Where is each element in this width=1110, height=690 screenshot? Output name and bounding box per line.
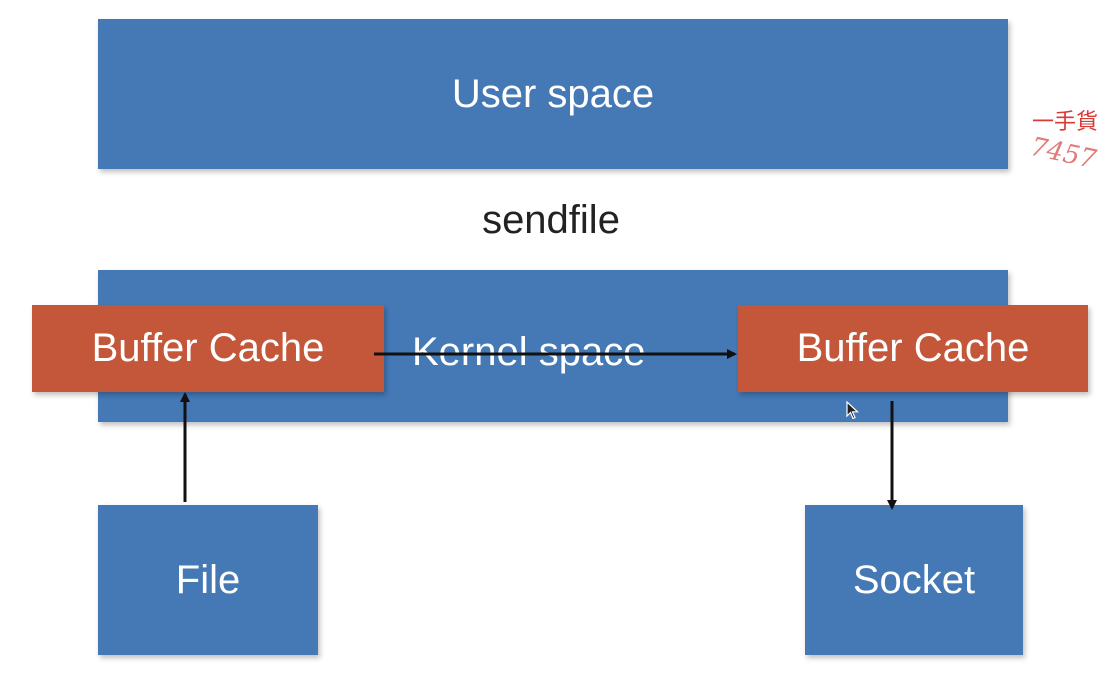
mouse-cursor-icon — [846, 400, 860, 426]
file-label: File — [175, 557, 241, 602]
sendfile-label: sendfile — [0, 198, 1110, 243]
buffer-cache-left-box: Buffer Cache — [32, 305, 384, 392]
file-box: File — [98, 505, 318, 655]
watermark-line-2: 7457 — [1032, 132, 1099, 176]
buffer-cache-right-box: Buffer Cache — [738, 305, 1088, 392]
socket-box: Socket — [805, 505, 1023, 655]
sendfile-text: sendfile — [482, 198, 620, 242]
kernel-space-label: Kernel space — [412, 330, 646, 374]
user-space-label: User space — [451, 71, 655, 116]
watermark-line-1: 一手貨 — [1032, 110, 1099, 135]
user-space-box: User space — [98, 19, 1008, 169]
watermark-stamp: 一手貨 7457 — [1032, 104, 1110, 184]
buffer-cache-right-label: Buffer Cache — [796, 326, 1030, 370]
socket-label: Socket — [852, 557, 976, 602]
buffer-cache-left-label: Buffer Cache — [91, 326, 325, 370]
